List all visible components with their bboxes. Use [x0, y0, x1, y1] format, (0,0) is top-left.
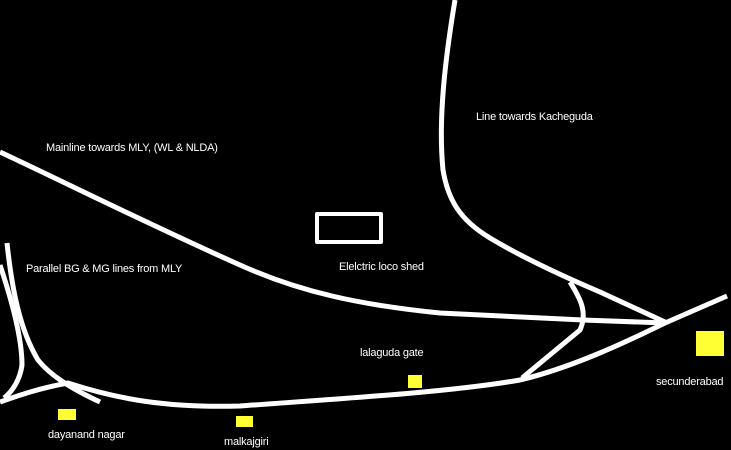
chord-track: [520, 280, 586, 380]
label-malkajgiri: malkajgiri: [224, 436, 269, 448]
label-kacheguda: Line towards Kacheguda: [476, 111, 593, 123]
label-dayanand-nagar: dayanand nagar: [48, 429, 125, 441]
parallel-mg-track: [0, 264, 25, 400]
station-dayanand-nagar: [58, 409, 76, 420]
station-secunderabad: [696, 331, 724, 356]
station-malkajgiri: [236, 416, 253, 427]
station-lalaguda-gate: [408, 375, 422, 388]
label-loco-shed: Elelctric loco shed: [339, 261, 424, 273]
mainline-track: [0, 149, 666, 326]
label-parallel-lines: Parallel BG & MG lines from MLY: [26, 263, 183, 275]
label-secunderabad: secunderabad: [656, 376, 724, 388]
loco-shed-building: [315, 212, 383, 244]
label-lalaguda-gate: lalaguda gate: [360, 347, 424, 359]
label-mainline: Mainline towards MLY, (WL & NLDA): [46, 142, 218, 154]
kacheguda-track: [438, 0, 667, 325]
parallel-bg-track: [4, 242, 102, 405]
